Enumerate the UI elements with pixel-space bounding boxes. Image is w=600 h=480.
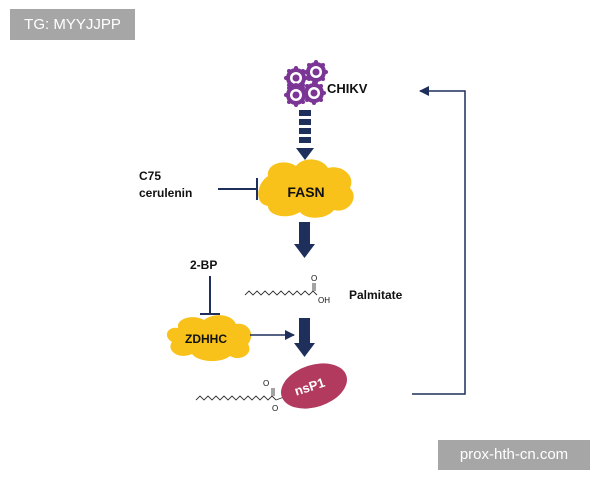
palmitoyl-chain [195,395,277,401]
arrow-palmitate-to-nsp1 [294,318,315,357]
chikv-virus-icon [284,60,328,107]
inhibition-line-c75-fasn [218,178,258,200]
inhibition-line-2bp-zdhhc [200,276,220,315]
ester-oxygen-top-label: O [263,379,269,388]
dashed-arrow-chikv-to-fasn [296,110,314,160]
two-bp-label: 2-BP [190,258,217,272]
fasn-enzyme-shape [258,159,354,218]
fasn-label: FASN [287,184,324,200]
c75-label: C75 [139,169,161,183]
ester-oxygen-bottom-label: O [272,404,278,413]
zdhhc-label: ZDHHC [185,332,227,346]
watermark-top: TG: MYYJJPP [10,9,135,40]
palmitate-hydroxyl-label: OH [318,296,330,305]
cerulenin-label: cerulenin [139,186,192,200]
arrow-fasn-to-palmitate [294,222,315,258]
palmitate-chain [244,290,318,296]
watermark-bottom: prox-hth-cn.com [438,440,590,470]
palmitate-label: Palmitate [349,288,403,302]
feedback-arrow-nsp1-to-chikv [412,86,466,395]
zdhhc-enzyme-shape [166,315,252,362]
palmitate-oxygen-label: O [311,274,317,283]
palmitate-carboxyl-group [312,283,316,291]
nsp1-protein-shape [281,363,347,409]
chikv-label: CHIKV [327,81,368,96]
